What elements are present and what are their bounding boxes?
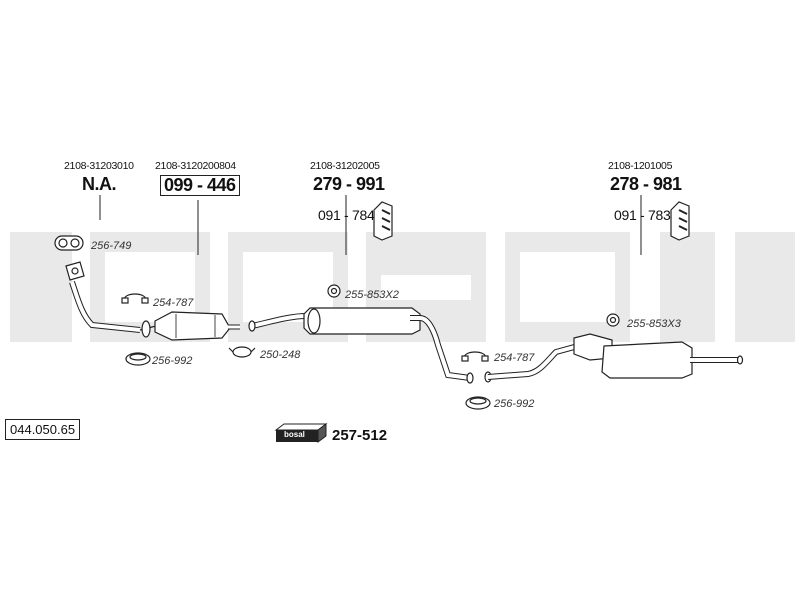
oem-number-center-silencer: 2108-31202005: [310, 160, 380, 172]
leader-lines: [99, 195, 642, 255]
rubber-mount-icon: [327, 284, 341, 298]
front-pipe: [65, 261, 141, 333]
mounting-kit-icon: [274, 423, 328, 443]
label-ring-rear: 256-992: [494, 398, 535, 410]
ring-icon: [465, 396, 491, 410]
rear-silencer: [484, 333, 744, 383]
part-number-catalyst: 099 - 446: [160, 175, 240, 196]
hanger-bracket-icon: [373, 201, 690, 241]
label-gasket: 256-749: [91, 240, 132, 252]
ring-icon: [125, 352, 151, 366]
brand-label: bosal: [284, 430, 305, 439]
label-clamp-rear: 254-787: [494, 352, 535, 364]
oem-number-front-pipe: 2108-31203010: [64, 160, 134, 172]
label-ring-front: 256-992: [152, 355, 193, 367]
catalytic-converter: [139, 311, 240, 341]
part-number-front-pipe: N.A.: [82, 174, 117, 194]
clamp-icon: [461, 351, 489, 362]
catalog-number: 044.050.65: [5, 419, 81, 440]
label-rubber-rear: 255-853X3: [627, 318, 681, 330]
rubber-mount-icon: [606, 313, 620, 327]
part-number-center-silencer: 279 - 991: [313, 174, 385, 194]
part-number-rear-silencer: 278 - 981: [610, 174, 682, 194]
oem-number-rear-silencer: 2108-1201005: [608, 160, 673, 172]
bosal-watermark: [10, 232, 795, 342]
label-rubber-center: 255-853X2: [345, 289, 399, 301]
part-number-center-hanger: 091 - 784: [318, 207, 375, 223]
spring-clamp-icon: [228, 346, 256, 358]
gasket-icon: [54, 235, 84, 251]
label-spring-clamp: 250-248: [260, 349, 301, 361]
mounting-kit-number: 257-512: [332, 427, 388, 444]
center-silencer: [248, 307, 474, 384]
part-number-rear-hanger: 091 - 783: [614, 207, 671, 223]
clamp-icon: [121, 293, 149, 304]
oem-number-catalyst: 2108-3120200804: [155, 160, 236, 172]
label-clamp-front: 254-787: [153, 297, 194, 309]
